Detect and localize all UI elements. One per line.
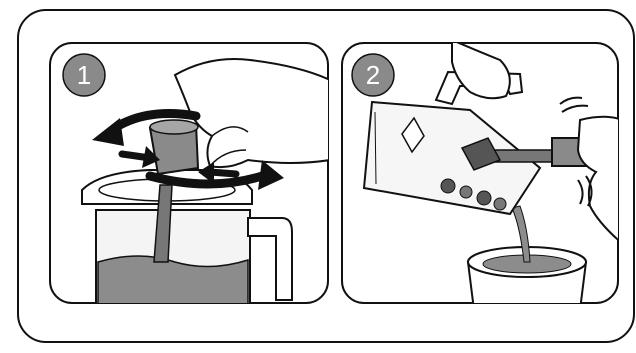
- step-2-number: 2: [366, 60, 380, 90]
- step-1-number: 1: [77, 60, 91, 90]
- step-2-panel: 2: [342, 40, 630, 310]
- step-1-panel: 1: [50, 43, 330, 310]
